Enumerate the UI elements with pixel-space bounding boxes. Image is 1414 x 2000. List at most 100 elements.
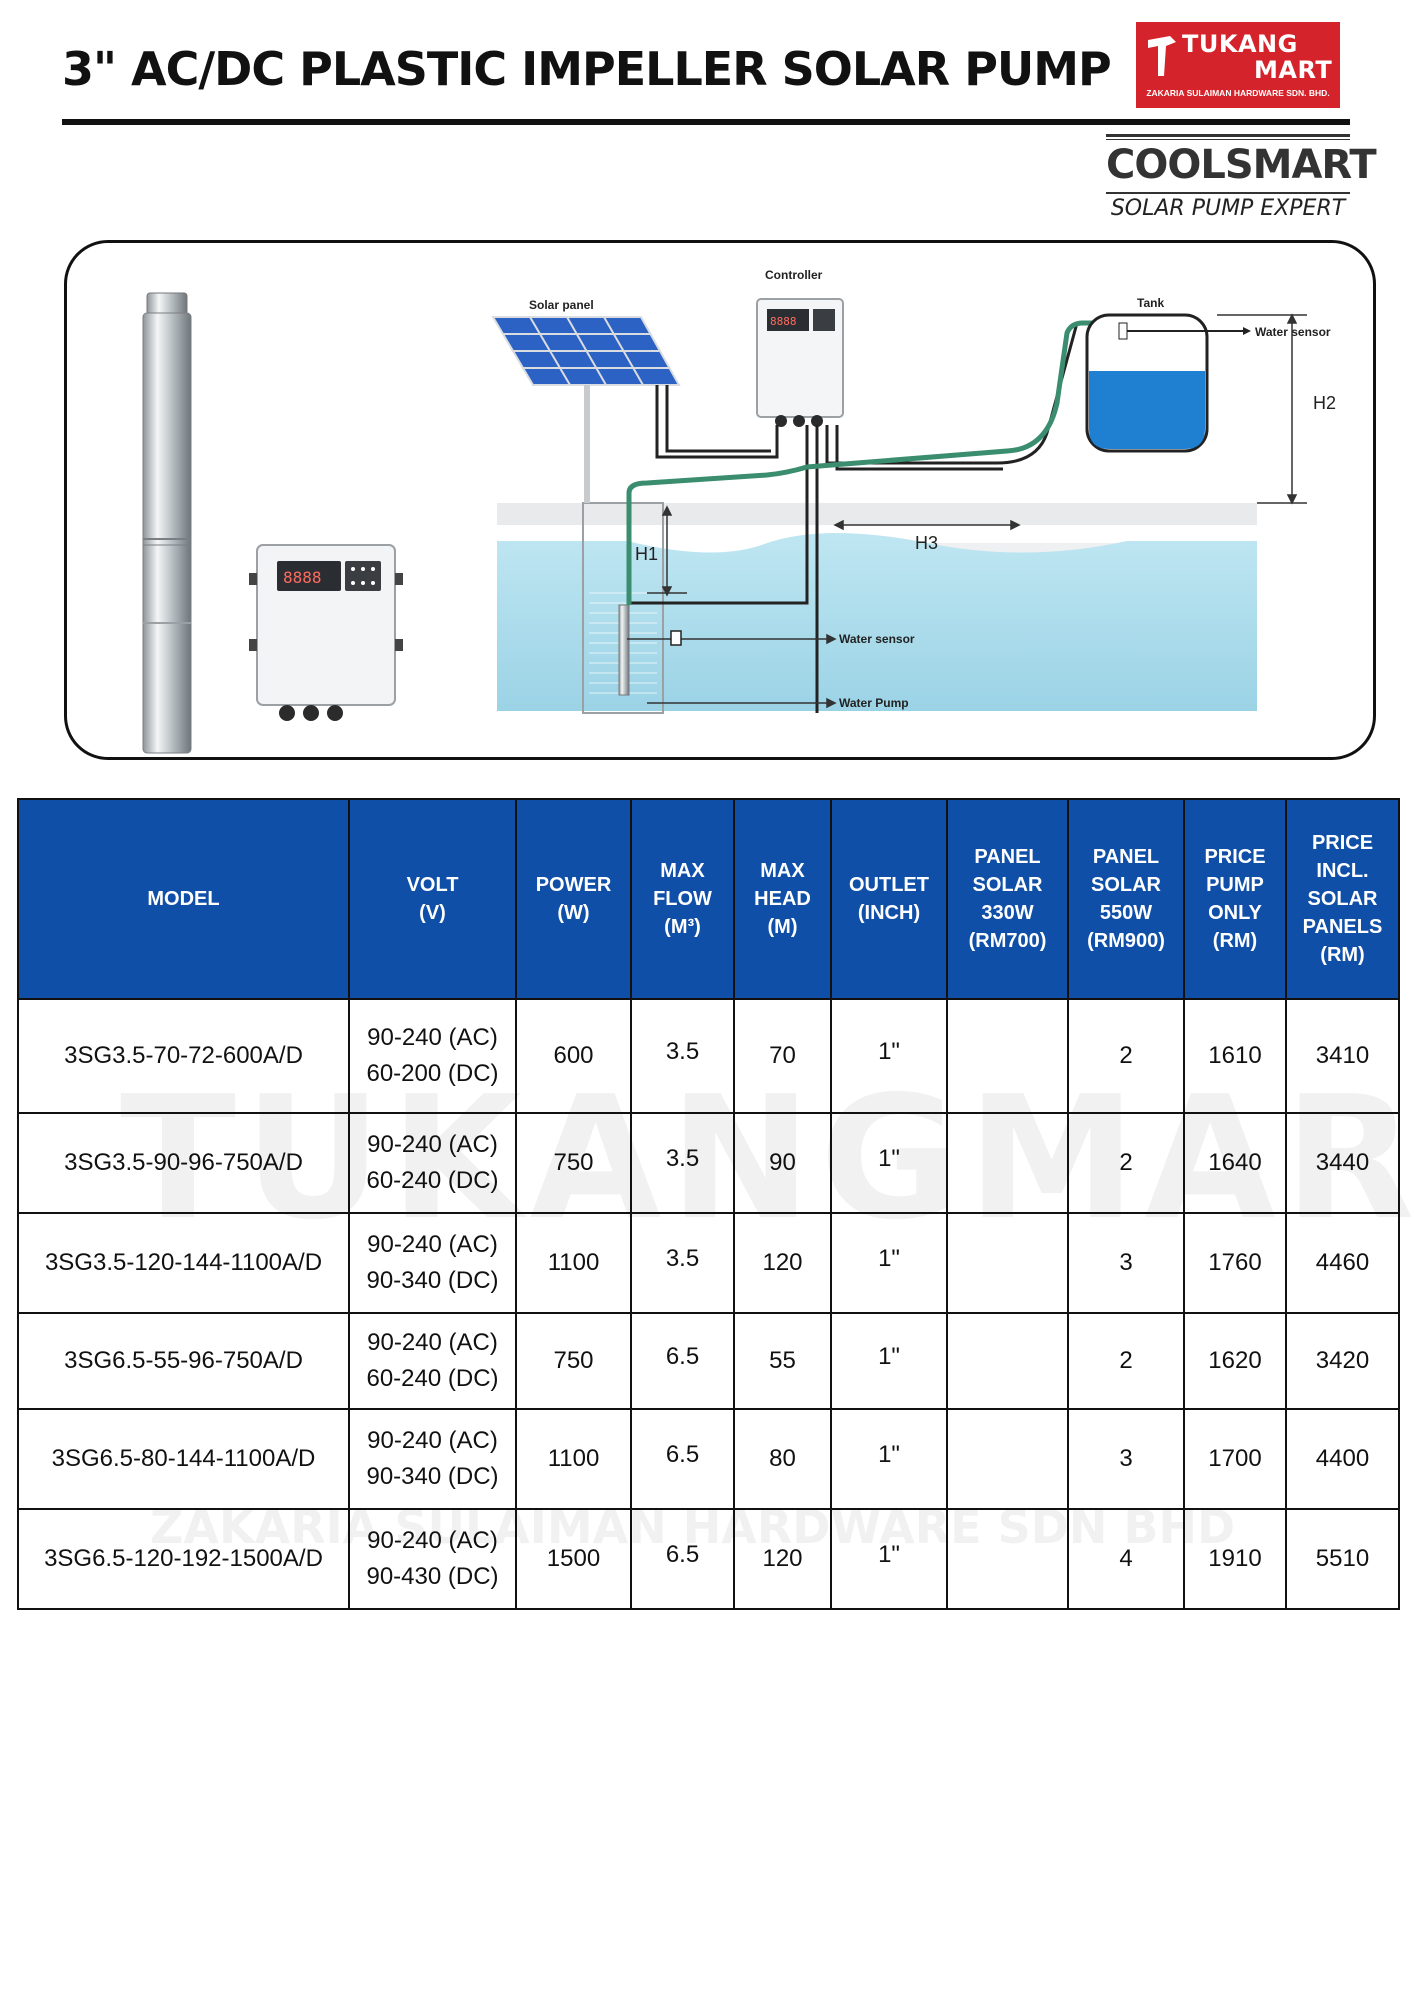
- volt-dc: 60-240 (DC): [366, 1365, 499, 1392]
- power-cell: 1500: [515, 1508, 632, 1610]
- header-line: PRICE: [1204, 846, 1266, 868]
- page-title: 3" AC/DC PLASTIC IMPELLER SOLAR PUMP: [62, 42, 1112, 96]
- panel-330w-cell: [946, 1112, 1069, 1214]
- water-pipe: [626, 320, 1097, 605]
- volt-ac: 90-240 (AC): [367, 1329, 498, 1356]
- header-line: (RM): [1212, 930, 1258, 952]
- outlet-cell: 1": [830, 1112, 948, 1214]
- header-line: (M): [767, 916, 798, 938]
- max-flow-cell: 3.5: [630, 998, 735, 1114]
- tank-graphic: Tank Water sensor: [1085, 296, 1331, 453]
- price-incl-cell: 3440: [1285, 1112, 1400, 1214]
- pump-photo: [142, 292, 192, 754]
- label-controller: Controller: [765, 268, 823, 282]
- product-figure-panel: 8888: [64, 240, 1376, 760]
- panel-330w-cell: [946, 1408, 1069, 1510]
- volt-ac: 90-240 (AC): [367, 1231, 498, 1258]
- header-line: 550W: [1099, 902, 1153, 924]
- outlet-cell: 1": [830, 1312, 948, 1410]
- header-line: HEAD: [754, 888, 811, 910]
- header-max-head: MAX HEAD (M): [733, 798, 832, 1000]
- logo-company-name: ZAKARIA SULAIMAN HARDWARE SDN. BHD.: [1146, 88, 1330, 98]
- header-line: (M³): [664, 916, 701, 938]
- header-line: MAX: [760, 860, 805, 882]
- dimension-markers: [627, 313, 1307, 709]
- label-h1: H1: [635, 544, 658, 564]
- header-line: PUMP: [1206, 874, 1264, 896]
- volt-ac: 90-240 (AC): [367, 1131, 498, 1158]
- model-cell: 3SG6.5-55-96-750A/D: [17, 1312, 350, 1410]
- volt-dc: 60-240 (DC): [366, 1167, 499, 1194]
- logo-word-tukang: TUKANG: [1182, 30, 1298, 58]
- panel-330w-cell: [946, 998, 1069, 1114]
- controller-display: 8888: [770, 315, 797, 328]
- panel-550w-cell: 2: [1067, 1112, 1185, 1214]
- max-head-cell: 120: [733, 1508, 832, 1610]
- price-pump-cell: 1620: [1183, 1312, 1287, 1410]
- price-incl-cell: 3420: [1285, 1312, 1400, 1410]
- table-row: 3SG3.5-90-96-750A/D 90-240 (AC) 60-240 (DC…: [17, 1112, 1400, 1214]
- header-line: (RM): [1320, 944, 1365, 966]
- model-cell: 3SG3.5-70-72-600A/D: [17, 998, 350, 1114]
- controller-photo-display: 8888: [283, 568, 322, 587]
- coolsmart-tagline: SOLAR PUMP EXPERT: [1110, 196, 1346, 221]
- hammer-icon: [1148, 36, 1176, 76]
- header-line: (V): [419, 902, 446, 924]
- outlet-cell: 1": [830, 1408, 948, 1510]
- volt-ac: 90-240 (AC): [367, 1024, 498, 1051]
- cables: [627, 322, 1079, 713]
- header-model: MODEL: [17, 798, 350, 1000]
- header-line: PANEL: [974, 846, 1041, 868]
- outlet-cell: 1": [830, 1212, 948, 1314]
- label-water-sensor-well: Water sensor: [839, 632, 915, 646]
- coolsmart-rule-top: [1106, 134, 1350, 137]
- header-line: VOLT: [406, 874, 459, 896]
- label-h2: H2: [1313, 393, 1336, 413]
- label-h3: H3: [915, 533, 938, 553]
- header-line: (W): [557, 902, 590, 924]
- price-incl-cell: 4460: [1285, 1212, 1400, 1314]
- max-head-cell: 70: [733, 998, 832, 1114]
- model-cell: 3SG6.5-120-192-1500A/D: [17, 1508, 350, 1610]
- volt-cell: 90-240 (AC) 60-240 (DC): [348, 1312, 517, 1410]
- power-cell: 750: [515, 1312, 632, 1410]
- header-line: (RM900): [1087, 930, 1165, 952]
- panel-550w-cell: 3: [1067, 1212, 1185, 1314]
- panel-550w-cell: 2: [1067, 998, 1185, 1114]
- header-line: MAX: [660, 860, 705, 882]
- header-line: ONLY: [1208, 902, 1262, 924]
- header-line: (INCH): [857, 902, 921, 924]
- coolsmart-rule-bottom: [1106, 192, 1350, 194]
- panel-330w-cell: [946, 1312, 1069, 1410]
- model-cell: 3SG3.5-90-96-750A/D: [17, 1112, 350, 1214]
- max-flow-cell: 3.5: [630, 1112, 735, 1214]
- max-flow-cell: 6.5: [630, 1508, 735, 1610]
- header-volt: VOLT (V): [348, 798, 517, 1000]
- panel-550w-cell: 2: [1067, 1312, 1185, 1410]
- header-line: PRICE: [1311, 832, 1374, 854]
- coolsmart-rule-thin: [1106, 139, 1350, 140]
- title-underline: [62, 119, 1350, 125]
- panel-550w-cell: 4: [1067, 1508, 1185, 1610]
- panel-330w-cell: [946, 1508, 1069, 1610]
- volt-dc: 90-340 (DC): [366, 1267, 499, 1294]
- volt-cell: 90-240 (AC)90-430 (DC): [348, 1508, 517, 1610]
- tukangmart-logo: TUKANG MART ZAKARIA SULAIMAN HARDWARE SD…: [1136, 22, 1340, 108]
- solar-panel-graphic: Solar panel: [491, 298, 681, 503]
- max-head-cell: 90: [733, 1112, 832, 1214]
- logo-word-mart: MART: [1254, 56, 1333, 84]
- power-cell: 600: [515, 998, 632, 1114]
- outlet-cell: 1": [830, 1508, 948, 1610]
- volt-cell: 90-240 (AC) 90-340 (DC): [348, 1212, 517, 1314]
- volt-cell: 90-240 (AC)60-200 (DC): [348, 998, 517, 1114]
- label-water-pump: Water Pump: [839, 696, 909, 710]
- power-cell: 1100: [515, 1408, 632, 1510]
- price-incl-cell: 5510: [1285, 1508, 1400, 1610]
- header-line: SOLAR: [1091, 874, 1161, 896]
- header-line: PANEL: [1092, 846, 1160, 868]
